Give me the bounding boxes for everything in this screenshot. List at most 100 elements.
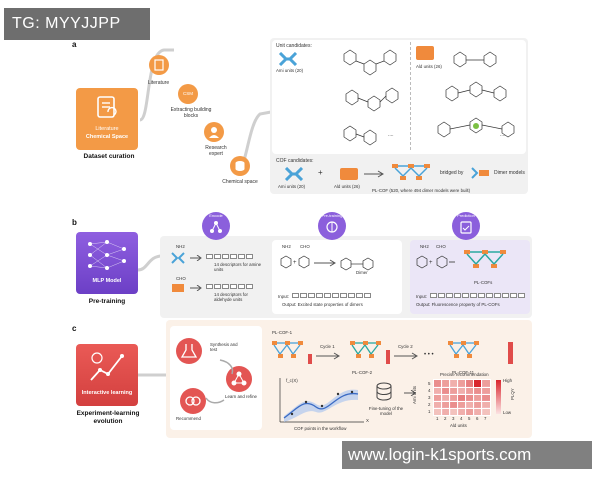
heatmap-cell: [473, 400, 483, 409]
heatmap-x-tick: 1: [436, 416, 439, 421]
step-extract: Extracting building blocks: [170, 107, 212, 119]
cof11-plqy-bar: [508, 342, 513, 364]
predict-label: Prediction: [457, 213, 475, 218]
cof2-plqy-bar: [386, 350, 390, 364]
heatmap-cell: [481, 386, 491, 395]
cycle1-label: Cycle 1: [320, 344, 335, 349]
cof-input-descriptors: [430, 293, 525, 298]
plus-sign: +: [318, 168, 323, 177]
heatmap-y-tick: 2: [428, 402, 431, 407]
heatmap-x-tick: 6: [476, 416, 479, 421]
svg-text:+: +: [429, 260, 433, 266]
dimer-icon: [471, 167, 489, 179]
nh2-label-2: NH2: [282, 244, 291, 249]
cof2-lattice: [350, 341, 381, 358]
pl-cof-label: PL-COF (520, where 494 dimer models were…: [372, 188, 471, 193]
predict-bubble: Prediction: [452, 212, 480, 240]
network-icon: [210, 221, 222, 233]
plcofs-label: PL-COFs: [474, 280, 493, 285]
cycle2-arrow: [394, 352, 418, 360]
cof11-lattice: [448, 341, 479, 358]
recommend-icon: [180, 388, 206, 414]
ald-units-label: Ald units (26): [416, 64, 442, 69]
step-literature: Literature: [148, 80, 170, 86]
cho-label-3: CHO: [436, 244, 446, 249]
cof-candidates-label: COF candidates:: [276, 158, 314, 164]
flask-icon: [180, 344, 198, 358]
heatmap-x-tick: 3: [452, 416, 455, 421]
plqy-axis-label: PLQY: [510, 388, 515, 400]
heatmap-cell: [433, 407, 443, 416]
heatmap-cell: [441, 393, 451, 402]
ami-unit-icon: [278, 52, 298, 66]
mlp-card-title: MLP Model: [92, 278, 122, 284]
heatmap-x-tick: 5: [468, 416, 471, 421]
heatmap-cell: [465, 386, 475, 395]
pretraining-caption: Pre-training: [88, 298, 126, 305]
cycle1-arrow: [316, 352, 340, 360]
cho-label-1: CHO: [176, 276, 186, 281]
heatmap-cell: [457, 407, 467, 416]
dimer-input-descriptors: [292, 293, 371, 298]
dataset-card-title: Literature: [95, 126, 119, 132]
arrow-icon-2: [190, 255, 202, 261]
heatmap-cell: [433, 386, 443, 395]
heatmap-cell: [449, 400, 459, 409]
pretrain-bubble: Pre-training: [318, 212, 346, 240]
colorbar-low: Low: [503, 410, 512, 415]
heatmap-cell: [457, 393, 467, 402]
dataset-card: Literature Chemical Space: [76, 88, 138, 150]
predict-monomers: +: [416, 255, 455, 269]
neural-net-icon: [88, 240, 126, 270]
svg-text:+: +: [293, 260, 297, 266]
learning-curve-icon: [90, 352, 124, 381]
heatmap-cell: [465, 393, 475, 402]
cof-ami-icon: [284, 167, 304, 181]
heatmap-cell: [465, 400, 475, 409]
cho-label-2: CHO: [300, 244, 310, 249]
heatmap-cell: [465, 407, 475, 416]
heatmap-cell: [473, 386, 483, 395]
plcof-lattice-2: [464, 250, 506, 268]
connector-b: [138, 254, 163, 272]
book-icon: [154, 59, 164, 71]
aldehyde-desc-label: 14 descriptors for aldehyde units: [214, 292, 248, 302]
input-label-2: Input:: [416, 294, 427, 299]
finetune-label: Fine-tuning of the model: [368, 406, 404, 416]
pl-cof-lattice: [392, 164, 430, 180]
ami-axis-label: Ami units: [412, 385, 417, 404]
ami-units-label: Ami units (20): [276, 68, 304, 73]
bridged-by-label: bridged by: [440, 170, 464, 176]
amine-ellipsis: ....: [388, 132, 394, 138]
database-icon-2: [376, 382, 392, 401]
cycle-arrows: [205, 359, 234, 404]
heatmap-cell: [473, 379, 483, 388]
heatmap-y-tick: 1: [428, 409, 431, 414]
cof1-lattice: [272, 341, 303, 358]
aldehyde-structures: [437, 51, 515, 138]
aldehyde-ellipsis: ....: [500, 132, 506, 138]
heatmap-cell: [481, 400, 491, 409]
heatmap-cell: [449, 393, 459, 402]
ald-unit-icon: [416, 46, 434, 60]
heatmap-cell: [457, 379, 467, 388]
amine-desc-label: 14 descriptors for amine units: [214, 262, 262, 272]
output-dimer-label: Output: Excited state properties of dime…: [282, 302, 363, 307]
dataset-card-sub: Chemical Space: [85, 134, 129, 140]
step-chemspace: Chemical space: [222, 179, 258, 185]
heatmap-x-tick: 7: [484, 416, 487, 421]
mlp-card: MLP Model: [76, 232, 138, 294]
csm-badge: CSM: [183, 91, 193, 96]
heatmap-cell: [449, 407, 459, 416]
arrow-icon: [364, 170, 384, 178]
encode-bubble: Encode: [202, 212, 230, 240]
heatmap-cell: [433, 393, 443, 402]
amine-descriptors: [206, 254, 253, 259]
document-icon: [97, 96, 117, 118]
heatmap-cell: [441, 407, 451, 416]
unit-candidates-label: Unit candidates:: [276, 43, 312, 49]
cycle-recommend: Recommend: [176, 416, 201, 421]
interactive-card: Interactive learning: [76, 344, 138, 406]
cof-points-label: COF points in the workflow: [294, 426, 347, 431]
